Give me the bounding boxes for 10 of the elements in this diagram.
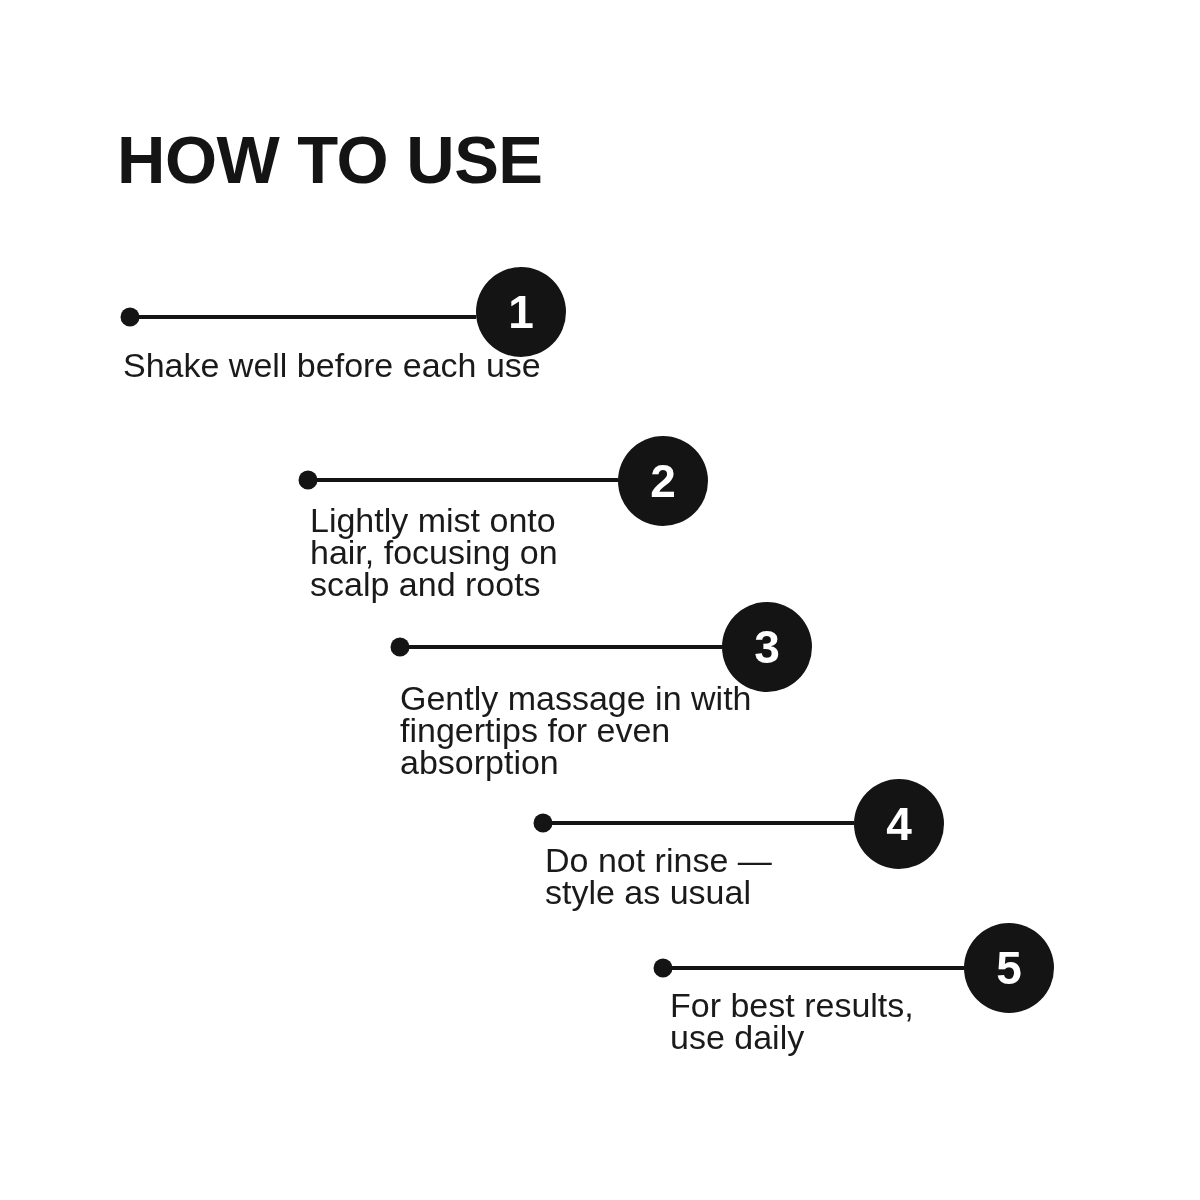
connector-line xyxy=(390,637,722,657)
connector-line xyxy=(120,307,477,327)
title-heading: HOW TO USE xyxy=(117,126,543,193)
connector-line xyxy=(653,958,964,978)
connector-line xyxy=(298,470,618,490)
step-number-circle: 4 xyxy=(854,779,944,869)
step-number-circle: 2 xyxy=(618,436,708,526)
connector-line xyxy=(533,813,854,833)
step-number-circle: 1 xyxy=(476,267,566,357)
step-number-circle: 5 xyxy=(964,923,1054,1013)
